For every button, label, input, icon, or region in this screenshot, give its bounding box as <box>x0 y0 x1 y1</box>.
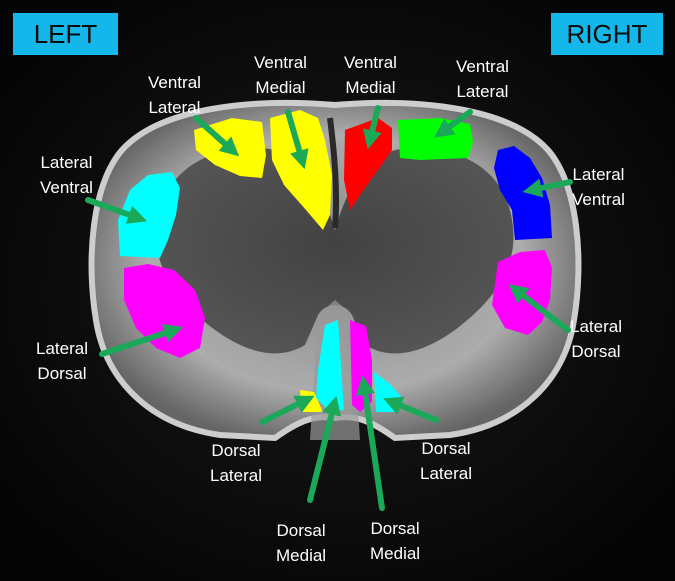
label-line: Dorsal <box>420 436 472 461</box>
label-right-lateral-ventral: Lateral Ventral <box>572 162 625 212</box>
left-side-tag: LEFT <box>12 12 119 56</box>
label-line: Lateral <box>570 314 622 339</box>
label-line: Ventral <box>456 54 509 79</box>
region-right-ventral-lateral <box>398 118 473 160</box>
label-line: Medial <box>344 75 397 100</box>
label-right-ventral-lateral: Ventral Lateral <box>456 54 509 104</box>
label-left-ventral-lateral: Ventral Lateral <box>148 70 201 120</box>
label-line: Ventral <box>148 70 201 95</box>
label-right-dorsal-medial: Dorsal Medial <box>370 516 420 566</box>
label-left-lateral-ventral: Lateral Ventral <box>40 150 93 200</box>
label-line: Dorsal <box>276 518 326 543</box>
label-line: Dorsal <box>210 438 262 463</box>
label-line: Dorsal <box>570 339 622 364</box>
label-line: Medial <box>254 75 307 100</box>
label-line: Ventral <box>254 50 307 75</box>
label-line: Dorsal <box>36 361 88 386</box>
label-line: Lateral <box>210 463 262 488</box>
label-right-lateral-dorsal: Lateral Dorsal <box>570 314 622 364</box>
label-left-dorsal-medial: Dorsal Medial <box>276 518 326 568</box>
label-line: Ventral <box>572 187 625 212</box>
label-line: Dorsal <box>370 516 420 541</box>
label-left-ventral-medial: Ventral Medial <box>254 50 307 100</box>
label-right-ventral-medial: Ventral Medial <box>344 50 397 100</box>
label-line: Lateral <box>36 336 88 361</box>
label-line: Ventral <box>344 50 397 75</box>
label-line: Lateral <box>456 79 509 104</box>
label-left-dorsal-lateral: Dorsal Lateral <box>210 438 262 488</box>
label-line: Lateral <box>40 150 93 175</box>
label-line: Lateral <box>420 461 472 486</box>
right-side-tag: RIGHT <box>550 12 664 56</box>
label-line: Lateral <box>148 95 201 120</box>
label-line: Medial <box>370 541 420 566</box>
label-line: Ventral <box>40 175 93 200</box>
label-line: Medial <box>276 543 326 568</box>
label-line: Lateral <box>572 162 625 187</box>
label-right-dorsal-lateral: Dorsal Lateral <box>420 436 472 486</box>
label-left-lateral-dorsal: Lateral Dorsal <box>36 336 88 386</box>
